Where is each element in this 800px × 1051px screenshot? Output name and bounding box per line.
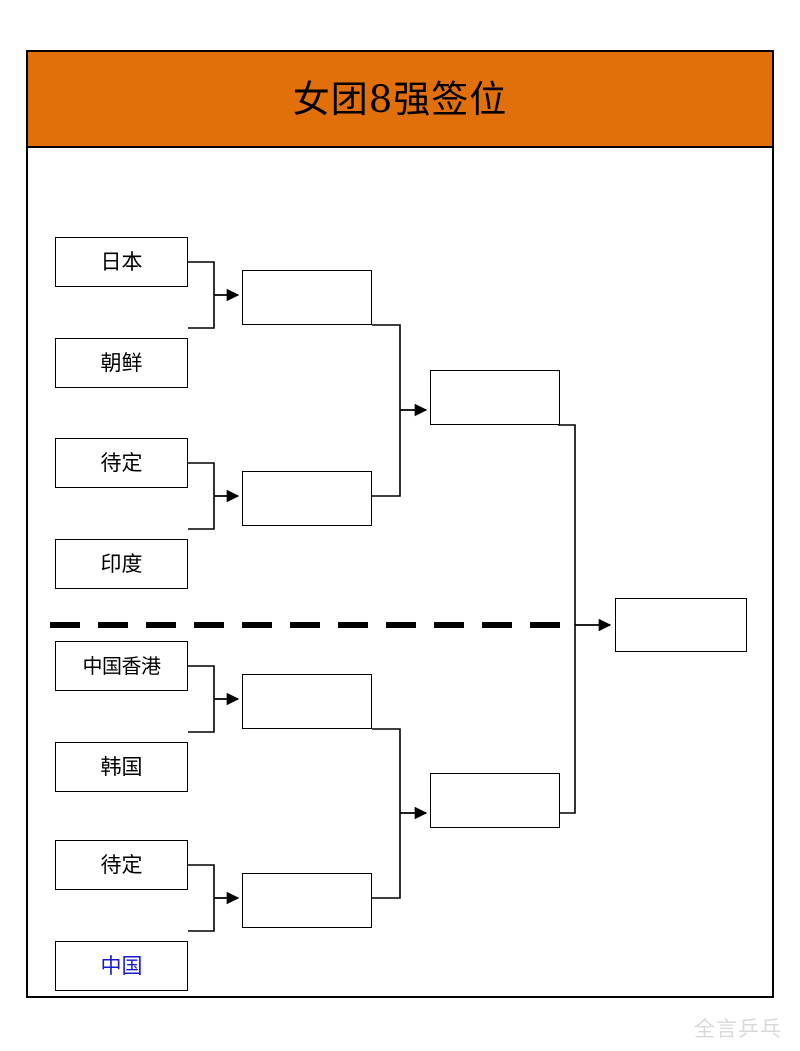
bracket-node-champion[interactable] <box>615 598 747 652</box>
watermark: 全言乒乓 <box>694 1017 782 1041</box>
bracket-node-qf1-b[interactable]: 朝鲜 <box>55 338 188 388</box>
team-label: 朝鲜 <box>100 350 143 375</box>
bracket-node-qf1-a[interactable]: 日本 <box>55 237 188 287</box>
bracket-node-qf4-a[interactable]: 待定 <box>55 840 188 890</box>
bracket-card: 女团8强签位 <box>26 50 774 998</box>
team-label: 日本 <box>100 249 143 274</box>
team-label: 待定 <box>100 450 143 475</box>
bracket-connectors <box>50 261 612 932</box>
bracket-node-f1[interactable] <box>430 370 560 425</box>
bracket-area: 日本 朝鲜 待定 印度 中国香港 韩国 待定 中国 <box>28 148 772 996</box>
bracket-node-qf4-b[interactable]: 中国 <box>55 941 188 991</box>
bracket-node-sf2[interactable] <box>242 471 372 526</box>
team-label: 韩国 <box>100 754 143 779</box>
bracket-node-qf3-a[interactable]: 中国香港 <box>55 641 188 691</box>
bracket-node-sf1[interactable] <box>242 270 372 325</box>
bracket-node-f2[interactable] <box>430 773 560 828</box>
team-label: 印度 <box>100 551 143 576</box>
bracket-node-sf3[interactable] <box>242 674 372 729</box>
bracket-node-qf2-b[interactable]: 印度 <box>55 539 188 589</box>
title-banner: 女团8强签位 <box>28 52 772 148</box>
bracket-node-sf4[interactable] <box>242 873 372 928</box>
bracket-node-qf3-b[interactable]: 韩国 <box>55 742 188 792</box>
team-label: 中国香港 <box>82 654 162 678</box>
page-title: 女团8强签位 <box>292 77 508 121</box>
team-label: 中国 <box>100 953 143 978</box>
team-label: 待定 <box>100 852 143 877</box>
bracket-node-qf2-a[interactable]: 待定 <box>55 438 188 488</box>
